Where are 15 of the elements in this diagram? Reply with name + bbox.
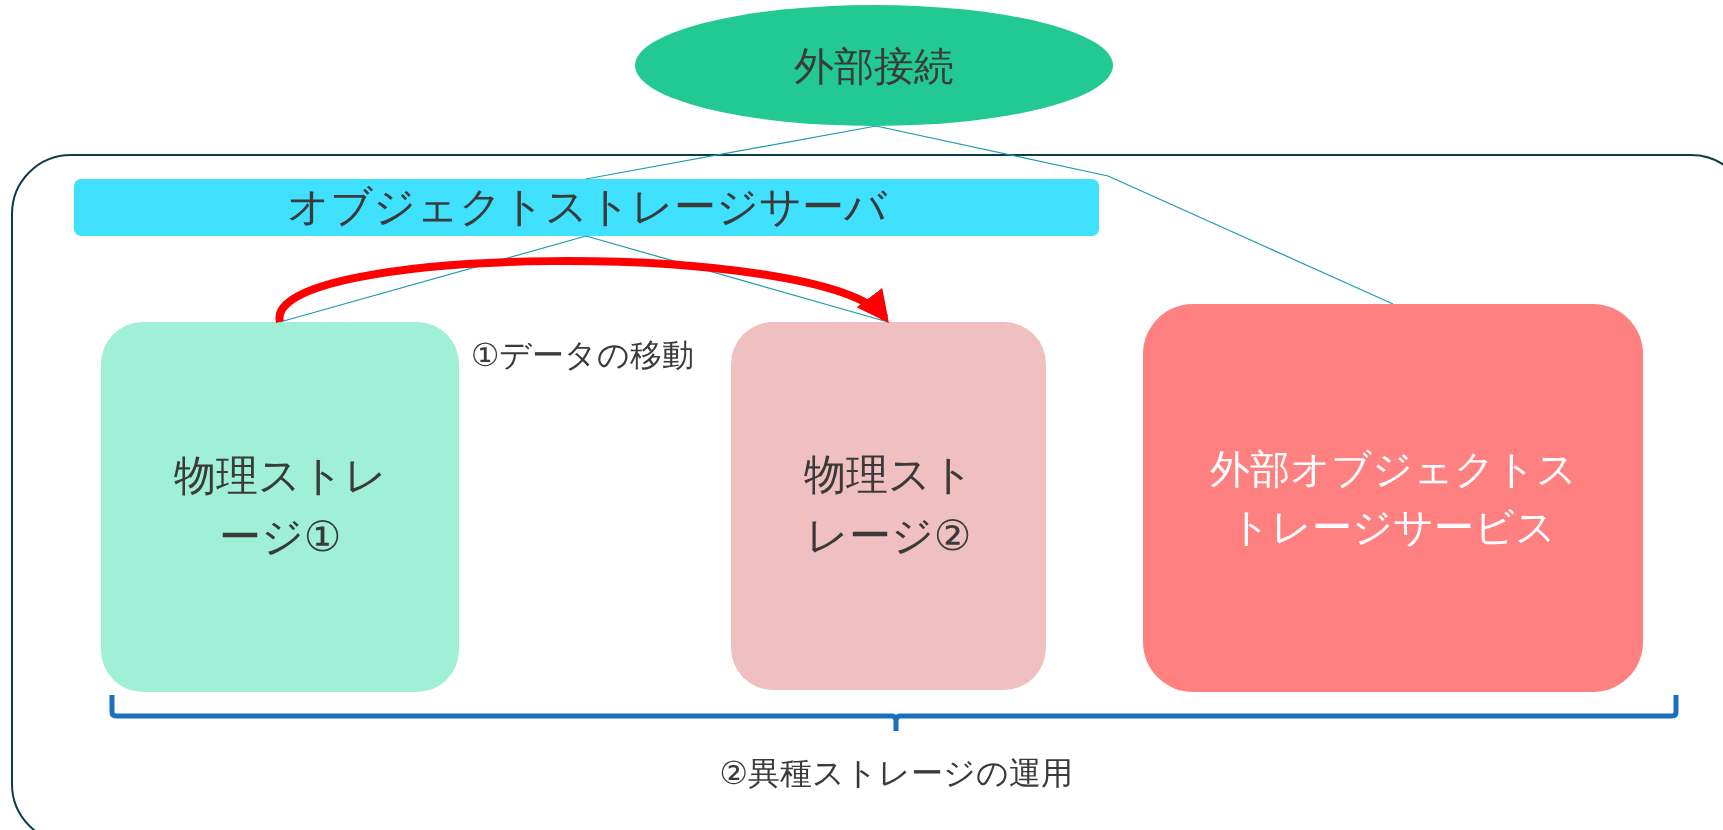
connector-line: [585, 125, 877, 180]
bracket-label: ②異種ストレージの運用: [719, 754, 1073, 792]
node-text: 外部接続: [794, 41, 954, 91]
node-text: オブジェクトストレージサーバ: [286, 181, 887, 234]
node-text: 物理ストレージ②: [802, 449, 975, 562]
curved-arrow: [276, 257, 891, 324]
storage-box: [101, 322, 459, 692]
node-text: 外部オブジェクトストレージサービス: [1208, 445, 1578, 552]
connector-line: [279, 235, 587, 323]
container-box: [11, 154, 1723, 830]
connector-line: [875, 125, 1394, 305]
service-box: [1143, 304, 1643, 692]
server-bar: [74, 179, 1099, 236]
node-text: 物理ストレージ①: [172, 450, 388, 563]
storage-box: [731, 322, 1046, 690]
